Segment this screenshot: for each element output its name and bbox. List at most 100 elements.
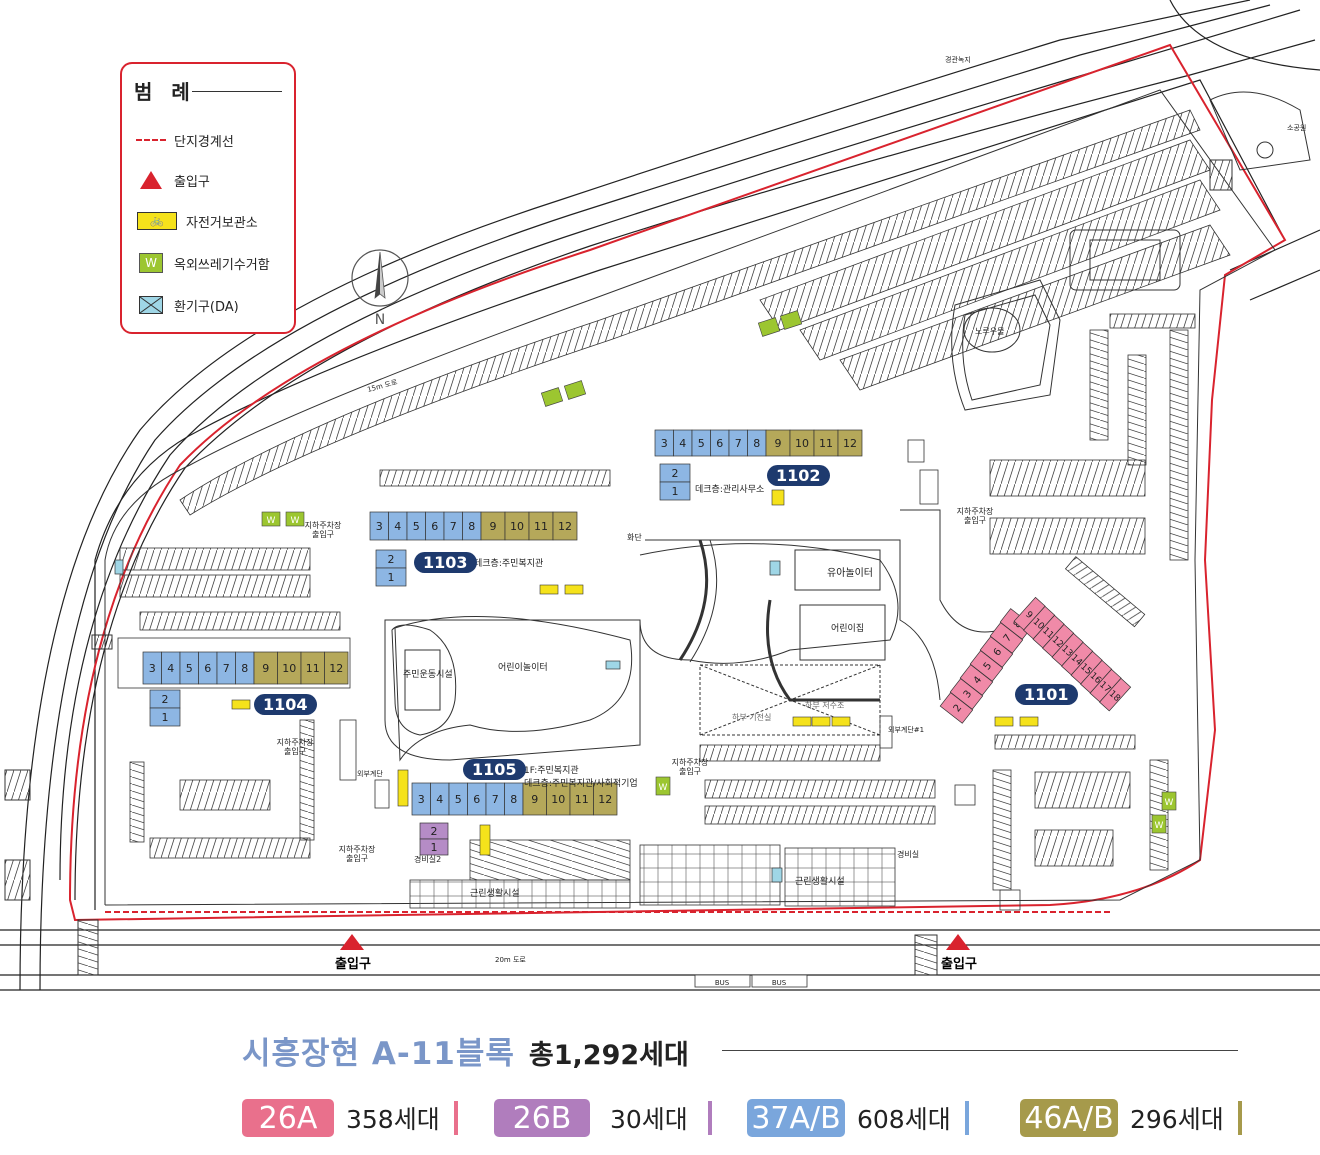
unit-type-badge: 37A/B bbox=[747, 1099, 845, 1137]
legend-item-bicycle: 🚲 자전거보관소 bbox=[136, 210, 258, 232]
unit-type-26b: 26B 30세대 bbox=[494, 1098, 712, 1138]
unit-number-label: 2 bbox=[162, 693, 169, 706]
entrance-label: 출입구 bbox=[941, 956, 977, 972]
unit-type-badge: 46A/B bbox=[1020, 1099, 1118, 1137]
unit-number-label: 4 bbox=[394, 520, 401, 533]
unit-number-label: 3 bbox=[418, 793, 425, 806]
unit-type-bar bbox=[453, 1101, 458, 1135]
entrance-markers bbox=[340, 934, 970, 950]
building-tag-1102[interactable]: 1102 bbox=[767, 465, 830, 486]
south-retail bbox=[105, 839, 1110, 913]
road-15m-label: 15m 도로 bbox=[366, 378, 398, 394]
unit-number-label: 3 bbox=[149, 662, 156, 675]
vent-icon bbox=[769, 560, 781, 576]
unit-number-label: 6 bbox=[431, 520, 438, 533]
unit-number-label: 11 bbox=[306, 662, 320, 675]
unit-number-label: 4 bbox=[436, 793, 443, 806]
unit-number-label: 9 bbox=[1023, 610, 1034, 621]
waste-bin-icon: W bbox=[139, 253, 163, 273]
building-tag-1104[interactable]: 1104 bbox=[254, 694, 317, 715]
pavilion-area bbox=[951, 91, 1311, 411]
vent-icon bbox=[605, 660, 621, 670]
building-tag-1105[interactable]: 1105 bbox=[463, 759, 526, 780]
waste-bin-icon bbox=[1161, 791, 1177, 811]
block-name: 시흥장현 A-11블록 bbox=[242, 1036, 515, 1072]
unit-type-badge: 26B bbox=[494, 1099, 590, 1137]
bicycle-icon bbox=[397, 769, 409, 807]
unit-type-count: 608세대 bbox=[857, 1105, 951, 1134]
legend-item-entrance: 출입구 bbox=[136, 169, 210, 191]
unit-number-label: 2 bbox=[952, 703, 965, 715]
svg-text:W: W bbox=[1165, 798, 1174, 808]
unit-37ab bbox=[149, 707, 181, 727]
retail-label: 근린생활시설 bbox=[795, 875, 845, 887]
bicycle-icon bbox=[811, 716, 831, 727]
unit-46ab bbox=[552, 511, 578, 541]
bicycle-icon bbox=[792, 716, 812, 727]
svg-text:W: W bbox=[1155, 821, 1164, 831]
green-buffer-label: 경관녹지 bbox=[945, 55, 971, 64]
bus-stops: BUS BUS bbox=[694, 974, 808, 988]
unit-number-label: 8 bbox=[468, 520, 475, 533]
unit-type-count: 30세대 bbox=[610, 1105, 688, 1134]
unit-46ab bbox=[324, 651, 349, 685]
kids-playground-label: 어린이놀이터 bbox=[498, 662, 548, 673]
unit-type-bar bbox=[964, 1101, 969, 1135]
unit-46ab bbox=[504, 511, 530, 541]
complex-summary: 시흥장현 A-11블록 총1,292세대 bbox=[242, 1028, 689, 1073]
unit-46ab bbox=[813, 429, 839, 457]
pavilion-label: 노루우물 bbox=[975, 327, 1004, 336]
unit-number-label: 12 bbox=[598, 793, 612, 806]
north-arrow-icon: N bbox=[351, 249, 409, 328]
unit-number-label: 3 bbox=[376, 520, 383, 533]
waste-bin-icon bbox=[655, 776, 671, 796]
unit-number-label: 5 bbox=[413, 520, 420, 533]
legend-title: 범 례 bbox=[134, 80, 196, 104]
sports-facility-label: 주민운동시설 bbox=[403, 669, 453, 680]
west-parking bbox=[119, 469, 611, 859]
flowerbed-label: 화단 bbox=[627, 532, 642, 542]
unit-number-label: 2 bbox=[388, 553, 395, 566]
waste-bin-icon bbox=[779, 310, 803, 330]
misc-structures bbox=[339, 439, 1021, 911]
building-tag-1101[interactable]: 1101 bbox=[1015, 684, 1078, 705]
unit-number-label: 7 bbox=[735, 437, 742, 450]
site-plan-map: BUS BUS 출입구 출입구 WW WWW bbox=[0, 0, 1320, 991]
daycare-label: 어린이집 bbox=[831, 622, 864, 634]
unit-number-label: 1 bbox=[431, 841, 438, 854]
crosswalks bbox=[4, 159, 1233, 976]
unit-type-count: 296세대 bbox=[1130, 1105, 1224, 1134]
unit-number-label: 5 bbox=[455, 793, 462, 806]
unit-number-label: 5 bbox=[982, 661, 995, 673]
compass-label: N bbox=[375, 312, 385, 328]
guard-post-2-label: 경비실2 bbox=[414, 854, 441, 864]
unit-number-label: 11 bbox=[819, 437, 833, 450]
building-tag-1103[interactable]: 1103 bbox=[414, 552, 477, 573]
bicycle-icon bbox=[1019, 716, 1039, 727]
unit-number-label: 3 bbox=[962, 689, 975, 701]
unit-number-label: 7 bbox=[492, 793, 499, 806]
water-tank-label: 하부 저수조 bbox=[805, 700, 844, 710]
guard-post-label: 경비실 bbox=[897, 849, 919, 859]
unit-number-label: 5 bbox=[698, 437, 705, 450]
welfare-deck-label: 데크층:주민복지관/사회적기업 bbox=[524, 777, 638, 789]
unit-type-26a: 26A 358세대 bbox=[242, 1098, 458, 1138]
vent-icon bbox=[114, 559, 124, 575]
legend-label: 출입구 bbox=[174, 174, 210, 190]
road-20m-label: 20m 도로 bbox=[495, 956, 526, 964]
welfare-1f-label: 1F:주민복지관 bbox=[524, 765, 579, 776]
unit-number-label: 4 bbox=[972, 675, 985, 687]
unit-number-label: 2 bbox=[672, 467, 679, 480]
unit-number-label: 3 bbox=[661, 437, 668, 450]
legend-item-waste: W 옥외쓰레기수거함 bbox=[136, 252, 270, 274]
bicycle-icon: 🚲 bbox=[137, 212, 177, 230]
legend-label: 환기구(DA) bbox=[174, 299, 239, 315]
unit-46ab bbox=[837, 429, 863, 457]
building-1104 bbox=[117, 637, 351, 689]
unit-type-badge: 26A bbox=[242, 1099, 334, 1137]
bus-label: BUS bbox=[715, 979, 730, 987]
unit-number-label: 1 bbox=[162, 711, 169, 724]
